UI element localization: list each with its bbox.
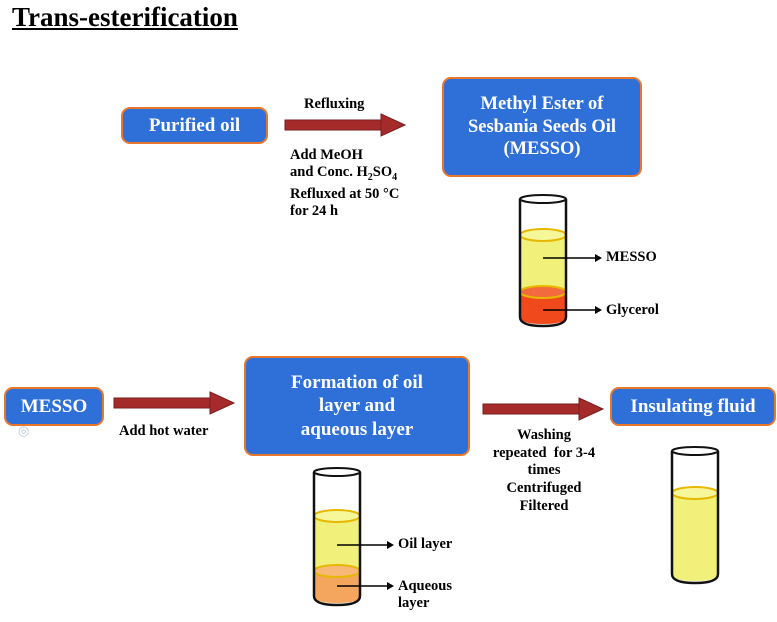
page-title: Trans-esterification — [12, 2, 238, 32]
refluxing-arrow — [284, 113, 407, 137]
condition-line-2: and Conc. H2SO4 — [290, 164, 398, 183]
glycerol-layer-label: Glycerol — [606, 302, 659, 318]
reaction-conditions: Add MeOH and Conc. H2SO4 Refluxed at 50 … — [290, 147, 399, 220]
condition-line-1: Add MeOH — [290, 147, 363, 163]
insulating-fluid-box: Insulating fluid — [610, 387, 776, 426]
condition-line-4: for 24 h — [290, 202, 339, 219]
purified-oil-label: Purified oil — [148, 114, 241, 136]
messo-product-label: Methyl Ester of Sesbania Seeds Oil (MESS… — [467, 94, 617, 160]
washing-arrow — [482, 397, 605, 421]
condition-line-3: Refluxed at 50 °C — [290, 185, 400, 202]
messo-input-box: MESSO — [4, 387, 104, 426]
refluxing-label: Refluxing — [304, 96, 365, 112]
washing-steps-label: Washing repeated for 3-4 times Centrifug… — [492, 427, 596, 514]
add-hot-water-arrow — [113, 391, 236, 415]
messo-layer-label: MESSO — [606, 249, 657, 265]
glycerol-leader-arrow — [543, 306, 602, 314]
messo-leader-arrow — [543, 254, 602, 262]
messo-input-label: MESSO — [20, 395, 88, 417]
test-tube-insulating-fluid — [670, 446, 720, 585]
purified-oil-box: Purified oil — [121, 107, 268, 144]
faint-watermark-icon: ◎ — [18, 423, 30, 438]
messo-product-box: Methyl Ester of Sesbania Seeds Oil (MESS… — [442, 77, 642, 177]
aqueous-layer-label: Aqueous layer — [398, 578, 452, 612]
layer-formation-label: Formation of oil layer and aqueous layer — [291, 372, 423, 440]
oil-layer-label: Oil layer — [398, 536, 453, 552]
oil-layer-leader-arrow — [337, 541, 394, 549]
add-hot-water-label: Add hot water — [119, 423, 209, 439]
test-tube-messo-glycerol — [518, 194, 568, 328]
insulating-fluid-label: Insulating fluid — [630, 395, 756, 417]
layer-formation-box: Formation of oil layer and aqueous layer — [244, 356, 470, 456]
test-tube-oil-aqueous — [312, 467, 362, 607]
aqueous-layer-leader-arrow — [337, 582, 394, 590]
